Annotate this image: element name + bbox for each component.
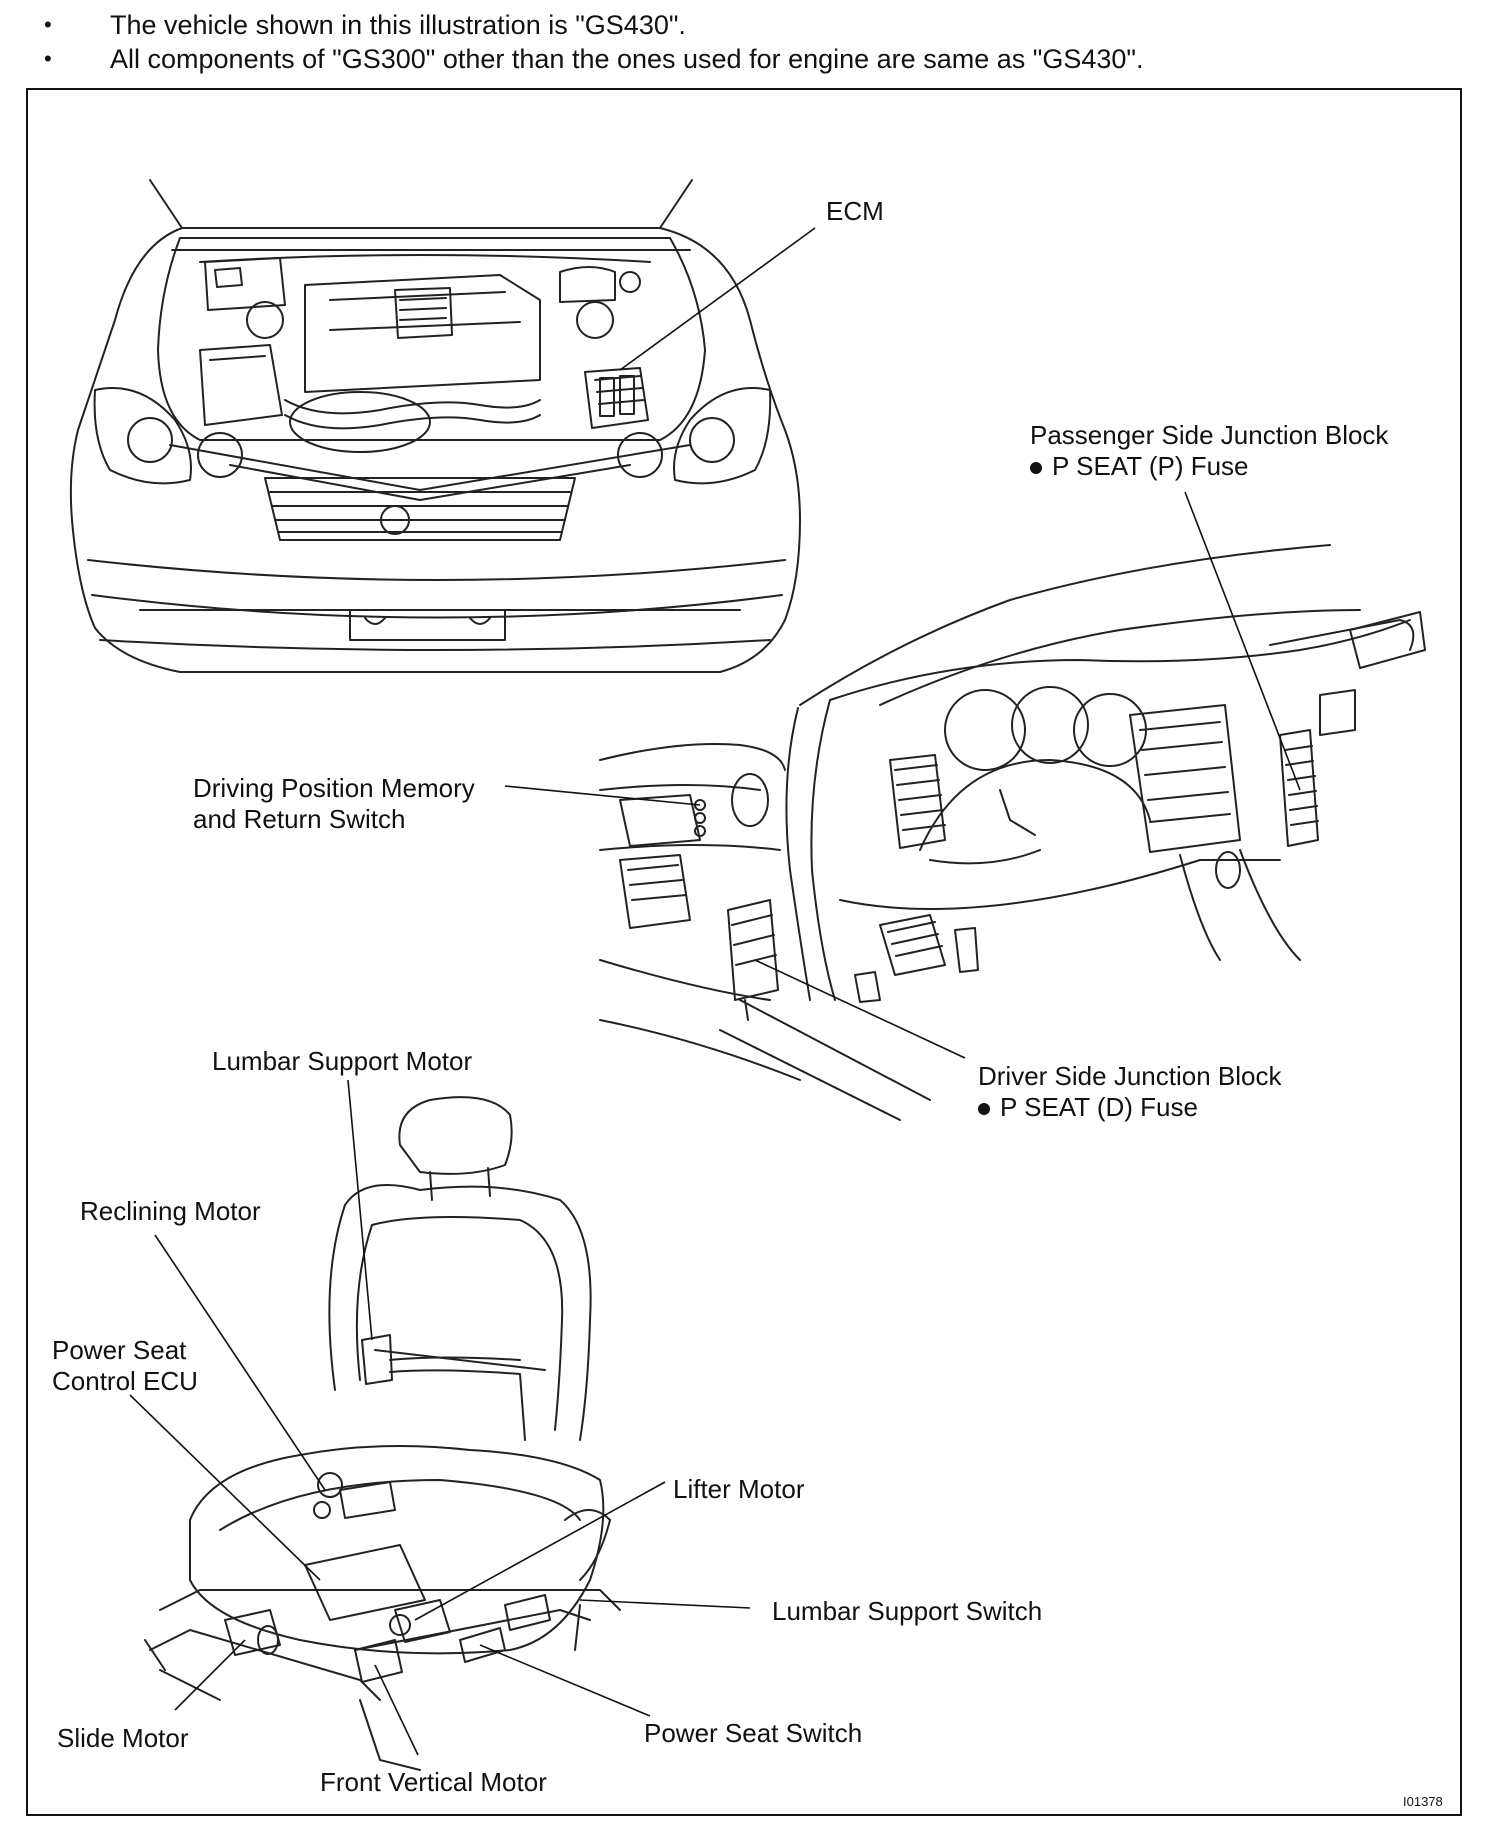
driver-fuse-label: P SEAT (D) Fuse: [978, 1092, 1198, 1123]
leader-ecm: [619, 227, 816, 371]
leader-lumbar-switch: [579, 1599, 751, 1609]
driver-junction-block-label: Driver Side Junction Block: [978, 1061, 1282, 1091]
passenger-fuse-label: P SEAT (P) Fuse: [1030, 451, 1249, 482]
driver-fuse-text: P SEAT (D) Fuse: [1000, 1092, 1198, 1122]
leader-lumbar-motor: [347, 1079, 373, 1341]
ecm-label: ECM: [826, 196, 884, 226]
bullet-icon: •: [44, 46, 52, 71]
bullet-icon: •: [44, 12, 52, 37]
power-seat-ecu-label: Power Seat: [52, 1335, 187, 1365]
leader-lifter-motor: [414, 1481, 666, 1621]
lumbar-support-switch-label: Lumbar Support Switch: [772, 1596, 1043, 1626]
front-vertical-motor-label: Front Vertical Motor: [320, 1767, 547, 1797]
bullet-dot-icon: [1030, 462, 1042, 475]
lumbar-support-motor-label: Lumbar Support Motor: [212, 1046, 473, 1076]
power-seat-ecu-label-line2: Control ECU: [52, 1366, 198, 1396]
reclining-motor-label: Reclining Motor: [80, 1196, 261, 1226]
leader-passenger-jb: [1184, 491, 1301, 791]
leader-power-seat-switch: [479, 1644, 651, 1717]
leader-ecu: [129, 1394, 321, 1581]
note-item: • The vehicle shown in this illustration …: [40, 8, 1143, 42]
note-text: All components of "GS300" other than the…: [110, 44, 1144, 74]
leader-slide-motor: [174, 1639, 246, 1711]
memory-switch-label-line2: and Return Switch: [193, 804, 406, 834]
bullet-dot-icon: [978, 1103, 990, 1116]
leader-lines: [129, 227, 1301, 1756]
figure-code: I01378: [1403, 1794, 1443, 1809]
memory-switch-label: Driving Position Memory: [193, 773, 475, 803]
engine-compartment-drawing: [69, 179, 801, 673]
slide-motor-label: Slide Motor: [57, 1723, 189, 1753]
note-item: • All components of "GS300" other than th…: [40, 42, 1143, 76]
leader-memory-switch: [504, 785, 701, 806]
dashboard-drawing: [599, 544, 1426, 1121]
notes: • The vehicle shown in this illustration …: [40, 8, 1143, 76]
diagram-frame: [26, 88, 1462, 1816]
leader-front-vertical-motor: [374, 1664, 419, 1756]
passenger-fuse-text: P SEAT (P) Fuse: [1052, 451, 1249, 481]
lifter-motor-label: Lifter Motor: [673, 1474, 805, 1504]
passenger-junction-block-label: Passenger Side Junction Block: [1030, 420, 1389, 450]
power-seat-drawing: [144, 1096, 621, 1771]
leader-driver-jb: [754, 959, 966, 1059]
power-seat-switch-label: Power Seat Switch: [644, 1718, 863, 1748]
note-text: The vehicle shown in this illustration i…: [110, 10, 686, 40]
leader-reclining-motor: [154, 1234, 326, 1491]
